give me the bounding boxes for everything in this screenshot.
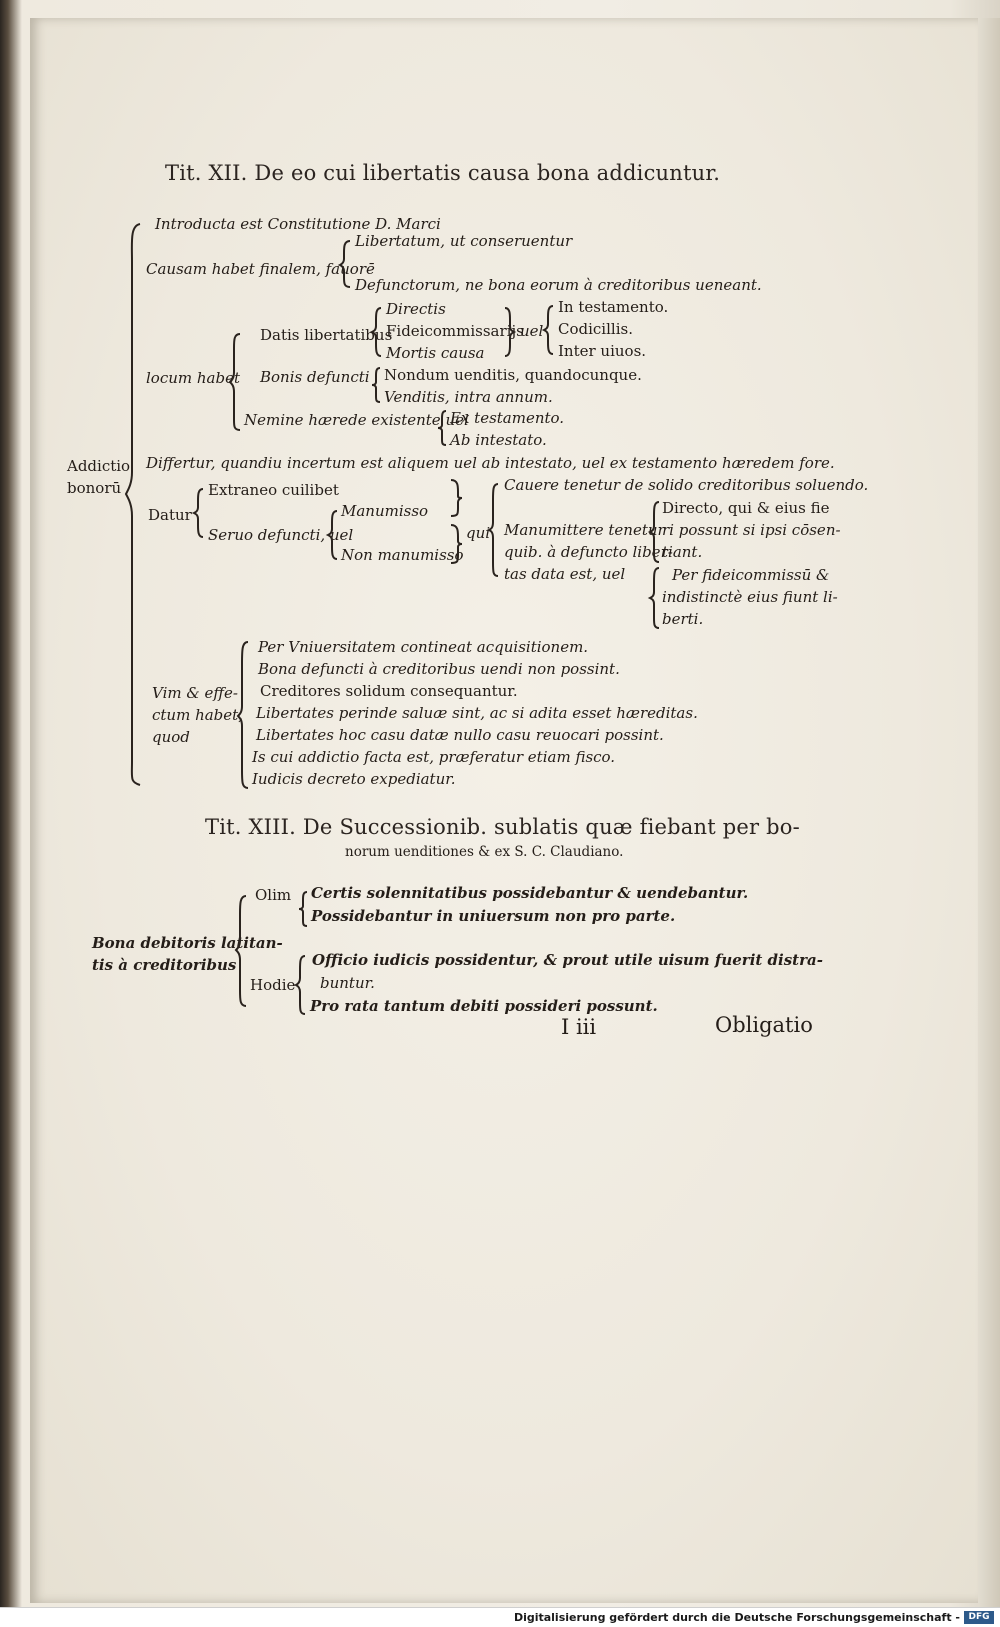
per-fidei-line-2: indistinctè eius fiunt li- [662, 588, 838, 606]
vim-line-2: ctum habet, [152, 706, 243, 724]
vim-item-7: Iudicis decreto expediatur. [252, 770, 456, 788]
nemine-brace [437, 410, 447, 446]
nemine-text: Nemine hærede existente uel [244, 411, 469, 429]
hodie-text: Hodie [250, 976, 296, 994]
per-fidei-line-1: Per fideicommissū & [672, 566, 830, 584]
extraneo-text: Extraneo cuilibet [208, 481, 339, 499]
differtur-text: Differtur, quandiu incertum est aliquem … [146, 454, 835, 472]
bonis-brace [371, 367, 381, 403]
qui-brace [486, 483, 499, 577]
directo-brace [647, 501, 660, 563]
locum-brace [228, 333, 241, 431]
mortis-causa-text: Mortis causa [386, 344, 485, 362]
directis-text: Directis [386, 300, 446, 318]
vim-line-1: Vim & effe- [152, 684, 238, 702]
nondum-text: Nondum uenditis, quandocunque. [384, 366, 642, 384]
certis-text: Certis solennitatibus possidebantur & ue… [311, 884, 749, 902]
footer-credit: Digitalisierung gefördert durch die Deut… [513, 1611, 960, 1624]
footer-bar: Digitalisierung gefördert durch die Deut… [0, 1607, 1000, 1627]
vim-brace [236, 641, 249, 789]
datur-brace [191, 488, 204, 538]
addictio-label: Addictio [67, 457, 131, 475]
bona-debitoris-line-2: tis à creditoribus [92, 956, 237, 974]
paper-leaf [30, 18, 980, 1603]
hodie-brace [293, 955, 306, 1015]
ab-intestato-text: Ab intestato. [450, 431, 547, 449]
non-manumisso-close-brace [450, 524, 463, 564]
dfg-logo[interactable]: DFG [964, 1611, 994, 1624]
uel-text: uel [520, 322, 544, 340]
tas-text: tas data est, uel [504, 565, 626, 583]
per-fidei-brace [647, 567, 660, 629]
quib-text: quib. à defuncto liber- [504, 543, 673, 561]
bona-brace [234, 895, 247, 1007]
directo-line-1: Directo, qui & eius fie [662, 499, 830, 517]
main-bracket [124, 223, 141, 786]
cauere-text: Cauere tenetur de solido creditoribus so… [504, 476, 869, 494]
vim-item-2: Bona defuncti à creditoribus uendi non p… [258, 660, 620, 678]
manumittere-text: Manumittere tenetur [504, 521, 665, 539]
uel-open-brace [541, 305, 554, 355]
per-fidei-line-3: berti. [662, 610, 704, 628]
in-testamento-text: In testamento. [558, 298, 669, 316]
causam-text: Causam habet finalem, fauorē [146, 260, 375, 278]
introducta-text: Introducta est Constitutione D. Marci [155, 215, 441, 233]
defunctorum-text: Defunctorum, ne bona eorum à creditoribu… [355, 276, 762, 294]
vim-item-6: Is cui addictio facta est, præferatur et… [252, 748, 616, 766]
causam-brace [337, 240, 351, 288]
vim-line-3: quod [152, 728, 190, 746]
datis-text: Datis libertatibus [260, 326, 393, 344]
non-manumisso-text: Non manumisso [341, 546, 464, 564]
manumisso-close-brace [450, 479, 463, 517]
vim-item-1: Per Vniuersitatem contineat acquisitione… [258, 638, 589, 656]
officio-line-1: Officio iudicis possidentur, & prout uti… [312, 951, 823, 969]
codicillis-text: Codicillis. [558, 320, 633, 338]
qui-text: qui [466, 524, 491, 542]
seruo-text: Seruo defuncti, uel [208, 526, 354, 544]
vim-item-4: Libertates perinde saluæ sint, ac si adi… [256, 704, 698, 722]
datis-brace [369, 307, 382, 357]
possidebantur-text: Possidebantur in uniuersum non pro parte… [311, 907, 676, 925]
fideicommissarijs-text: Fideicommissarijs [386, 322, 524, 340]
directo-line-3: tiant. [662, 543, 703, 561]
ex-testamento-text: Ex testamento. [450, 409, 565, 427]
olim-brace [298, 891, 308, 927]
directo-line-2: ri possunt si ipsi cōsen- [662, 521, 841, 539]
title-tit-xii: Tit. XII. De eo cui libertatis causa bon… [165, 161, 721, 185]
bona-debitoris-line-1: Bona debitoris latitan- [92, 934, 283, 952]
vim-item-5: Libertates hoc casu datæ nullo casu reuo… [256, 726, 664, 744]
officio-line-2: buntur. [320, 974, 375, 992]
signature-mark: I iii [561, 1015, 597, 1039]
libertatum-text: Libertatum, ut conseruentur [355, 232, 573, 250]
uel-close-brace [504, 307, 517, 357]
locum-habet-text: locum habet [146, 369, 240, 387]
datur-text: Datur [148, 506, 192, 524]
seruo-brace [325, 510, 338, 560]
inter-uiuos-text: Inter uiuos. [558, 342, 647, 360]
title-tit-xiii-line2: norum uenditiones & ex S. C. Claudiano. [345, 844, 624, 860]
page-edge [978, 18, 1000, 1608]
catchword: Obligatio [715, 1013, 813, 1037]
vim-item-3: Creditores solidum consequantur. [260, 682, 518, 700]
manumisso-text: Manumisso [341, 502, 429, 520]
olim-text: Olim [255, 886, 292, 904]
title-tit-xiii: Tit. XIII. De Successionib. sublatis quæ… [205, 815, 800, 839]
bonorum-label: bonorū [67, 479, 122, 497]
pro-rata-text: Pro rata tantum debiti possideri possunt… [310, 997, 658, 1015]
venditis-text: Venditis, intra annum. [384, 388, 553, 406]
bonis-defuncti-text: Bonis defuncti [260, 368, 370, 386]
